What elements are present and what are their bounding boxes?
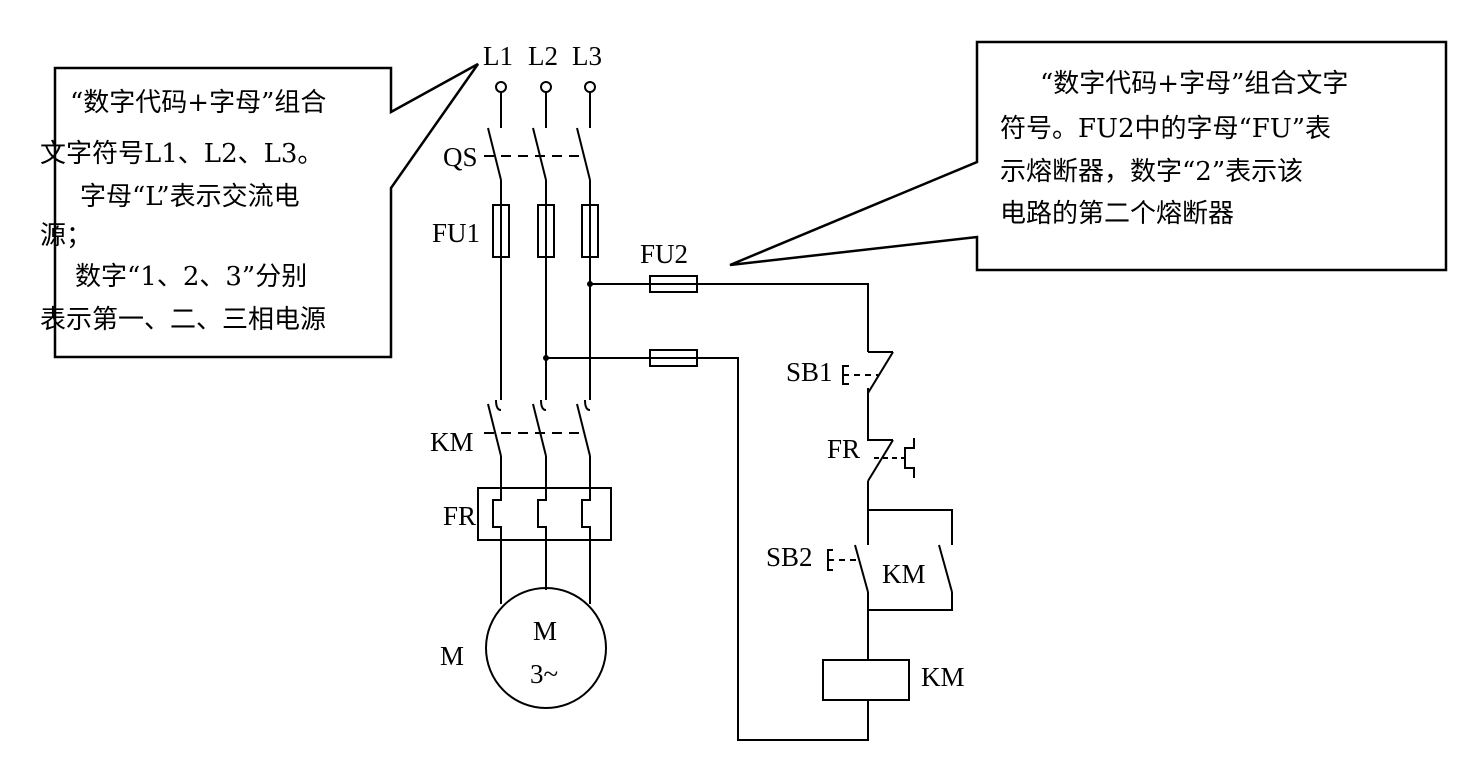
terminal-l1 <box>495 81 507 93</box>
qs-switch: QS <box>443 127 591 181</box>
motor-type-label: 3~ <box>530 659 558 689</box>
motor-name-label: M <box>533 616 557 646</box>
km-main-label: KM <box>430 427 474 457</box>
terminal-l1-label: L1 <box>483 41 513 71</box>
motor-circle <box>485 587 607 709</box>
fr-thermal-relay: FR <box>443 487 612 541</box>
terminal-l2 <box>540 81 552 93</box>
sb1-stop-button: SB1 <box>786 335 894 394</box>
power-terminals: L1 L2 L3 <box>483 41 602 93</box>
right-callout: “数字代码+字母”组合文字 符号。FU2中的字母“FU”表 示熔断器，数字“2”… <box>729 40 1448 272</box>
fu2-fuses: FU2 <box>640 239 698 367</box>
km-coil-label: KM <box>921 662 965 692</box>
fr-ctrl-label: FR <box>827 434 860 464</box>
left-callout-line-3: 字母“L”表示交流电 <box>80 182 300 212</box>
right-callout-line-3: 示熔断器，数字“2”表示该 <box>1000 157 1303 187</box>
km-main-contacts: KM <box>430 399 591 457</box>
right-callout-line-1: “数字代码+字母”组合文字 <box>1040 69 1348 99</box>
km-coil-box <box>822 659 910 701</box>
sb2-label: SB2 <box>766 542 813 572</box>
km-hold-contact: KM <box>882 535 953 593</box>
fu1-label: FU1 <box>432 218 480 248</box>
km-coil: KM <box>822 659 965 701</box>
left-callout-box <box>53 62 480 359</box>
sb2-start-button: SB2 <box>766 535 869 593</box>
right-callout-line-2: 符号。FU2中的字母“FU”表 <box>1000 114 1331 144</box>
left-callout-line-5: 数字“1、2、3”分别 <box>75 262 307 292</box>
left-callout-line-1: “数字代码+字母”组合 <box>70 88 326 118</box>
motor-side-label: M <box>440 641 464 671</box>
left-callout-line-6: 表示第一、二、三相电源 <box>40 305 326 335</box>
terminal-l3 <box>584 81 596 93</box>
km-aux-label: KM <box>882 559 926 589</box>
terminal-l2-label: L2 <box>528 41 558 71</box>
left-callout-line-4: 源； <box>40 221 92 251</box>
fr-relay-box <box>477 487 612 541</box>
left-callout-line-2: 文字符号L1、L2、L3。 <box>40 139 323 169</box>
motor: M M 3~ <box>440 587 607 709</box>
fr-main-label: FR <box>443 501 476 531</box>
terminal-l3-label: L3 <box>572 41 602 71</box>
right-callout-box <box>729 40 1448 272</box>
left-callout: “数字代码+字母”组合 文字符号L1、L2、L3。 字母“L”表示交流电 源； … <box>40 62 480 359</box>
fu1-fuses: FU1 <box>432 204 599 258</box>
main-circuit-wires <box>500 92 591 604</box>
right-callout-line-4: 电路的第二个熔断器 <box>1000 199 1234 229</box>
control-circuit-wires <box>543 281 953 741</box>
fu2-label: FU2 <box>640 239 688 269</box>
qs-label: QS <box>443 142 478 172</box>
sb1-label: SB1 <box>786 357 833 387</box>
fr-control-contact: FR <box>827 430 915 482</box>
